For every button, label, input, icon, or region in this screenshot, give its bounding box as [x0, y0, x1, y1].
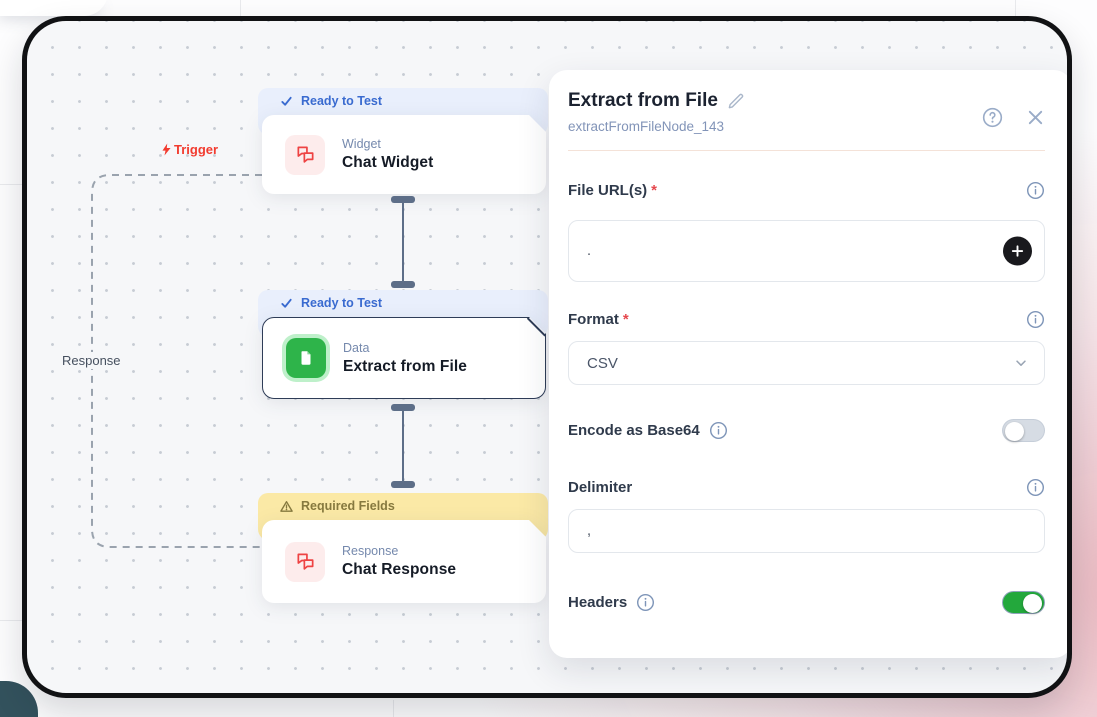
bolt-icon	[162, 143, 171, 156]
delimiter-label: Delimiter	[568, 479, 633, 496]
warning-icon	[280, 500, 293, 512]
delimiter-input[interactable]: ,	[568, 509, 1045, 553]
format-value: CSV	[587, 354, 618, 372]
info-icon[interactable]	[1026, 478, 1045, 497]
info-icon[interactable]	[1026, 310, 1045, 329]
toggle-knob	[1023, 593, 1042, 613]
device-frame: Trigger Response Ready to Test Widget Ch…	[22, 16, 1072, 698]
connector-line	[401, 201, 405, 284]
info-icon[interactable]	[636, 593, 655, 612]
add-url-button[interactable]	[1003, 236, 1032, 266]
connector-line	[401, 409, 405, 484]
output-handle[interactable]	[391, 196, 415, 203]
node-text: Response Chat Response	[342, 544, 456, 579]
status-badge-label: Ready to Test	[301, 296, 383, 310]
response-label: Response	[57, 352, 126, 369]
background-grid-line	[240, 0, 241, 16]
status-badge-label: Ready to Test	[301, 94, 383, 108]
input-handle[interactable]	[391, 481, 415, 488]
node-extract-from-file[interactable]: Ready to Test Data Extract from File	[258, 290, 548, 399]
node-text: Data Extract from File	[343, 341, 467, 376]
node-category: Data	[343, 340, 370, 355]
file-urls-value: .	[587, 243, 592, 259]
background-card-corner	[0, 0, 108, 16]
node-title: Chat Widget	[342, 154, 434, 171]
file-icon	[286, 338, 326, 378]
encode-base64-label: Encode as Base64	[568, 422, 700, 439]
encode-base64-toggle[interactable]	[1002, 419, 1045, 442]
info-icon[interactable]	[1026, 181, 1045, 200]
output-handle[interactable]	[391, 404, 415, 411]
background-grid-line	[393, 700, 394, 717]
trigger-label: Trigger	[161, 142, 218, 157]
warning-badge-label: Required Fields	[301, 499, 395, 513]
headers-toggle[interactable]	[1002, 591, 1045, 614]
file-urls-input[interactable]: .	[568, 220, 1045, 282]
help-icon[interactable]	[981, 106, 1004, 129]
format-label: Format*	[568, 311, 629, 328]
plus-icon	[1011, 245, 1024, 257]
node-chat-response[interactable]: Required Fields Response Chat Response	[258, 493, 548, 603]
node-category: Widget	[342, 137, 381, 151]
toggle-knob	[1005, 421, 1024, 441]
file-urls-label: File URL(s)*	[568, 182, 658, 199]
node-title: Chat Response	[342, 561, 457, 578]
node-id: extractFromFileNode_143	[568, 119, 725, 134]
node-category: Response	[342, 544, 399, 558]
check-icon	[281, 298, 292, 308]
chat-icon	[285, 135, 325, 175]
required-mark: *	[622, 311, 629, 328]
chevron-down-icon	[1016, 360, 1026, 366]
node-title: Extract from File	[343, 357, 468, 375]
node-config-panel: Extract from File extractFromFileNode_14…	[549, 70, 1067, 658]
node-chat-widget[interactable]: Ready to Test Widget Chat Widget	[258, 88, 548, 194]
close-icon[interactable]	[1026, 108, 1045, 127]
response-connection-edge	[91, 174, 262, 548]
node-text: Widget Chat Widget	[342, 137, 433, 172]
format-select[interactable]: CSV	[568, 341, 1045, 385]
background-grid-line	[0, 184, 22, 185]
divider	[568, 150, 1045, 151]
trigger-label-text: Trigger	[174, 142, 219, 157]
edit-icon[interactable]	[727, 93, 744, 110]
chat-icon	[285, 542, 325, 582]
check-icon	[281, 96, 292, 106]
panel-title: Extract from File	[568, 90, 718, 111]
delimiter-value: ,	[587, 523, 592, 539]
input-handle[interactable]	[391, 281, 415, 288]
background-grid-line	[0, 620, 22, 621]
bevel-edge	[527, 317, 546, 336]
headers-label: Headers	[568, 594, 628, 611]
required-mark: *	[651, 182, 658, 199]
info-icon[interactable]	[709, 421, 728, 440]
background-grid-line	[1015, 0, 1016, 16]
